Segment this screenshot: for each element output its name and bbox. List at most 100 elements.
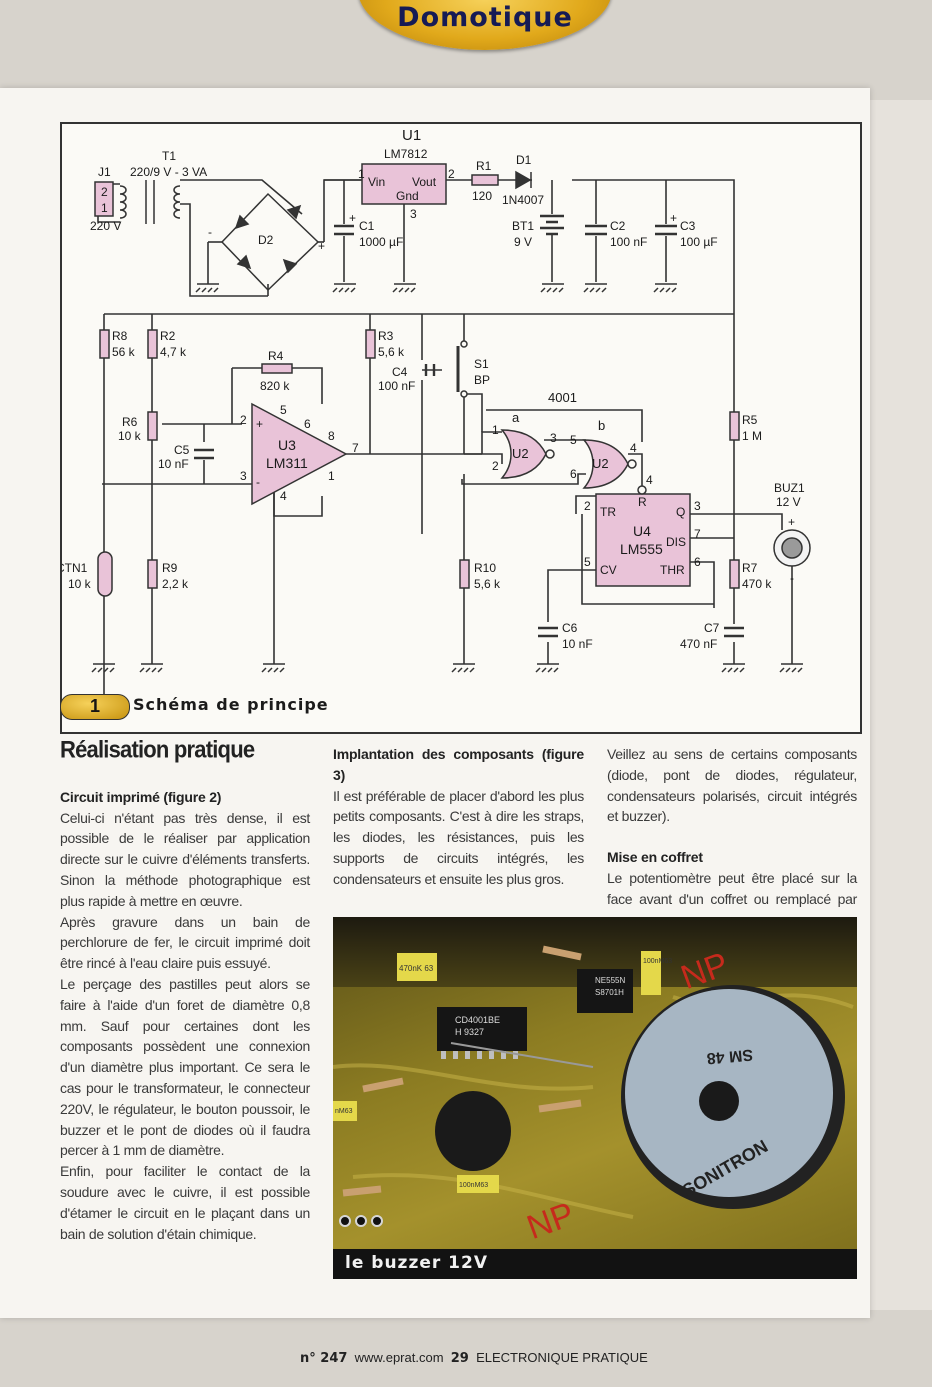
gate-b-pin4: 4 <box>630 441 637 455</box>
u3-plus: + <box>256 417 263 431</box>
c5-label: C5 <box>174 443 190 457</box>
r1-value: 120 <box>472 189 492 203</box>
c1-label: C1 <box>359 219 375 233</box>
c1-plus: + <box>349 211 356 225</box>
capacitor-yellow <box>641 951 661 995</box>
paragraph: Veillez au sens de certains composants (… <box>607 746 857 825</box>
c6-label: C6 <box>562 621 578 635</box>
r5-label: R5 <box>742 413 758 427</box>
subheading-circuit: Circuit imprimé (figure 2) <box>60 788 222 805</box>
buzzer-code: SM 48 <box>706 1046 754 1067</box>
u1-pin3: 3 <box>410 207 417 221</box>
r4-value: 820 k <box>260 379 290 393</box>
r9-value: 2,2 k <box>162 577 189 591</box>
u4-pin-cv: CV <box>600 563 617 577</box>
r8-label: R8 <box>112 329 128 343</box>
misc-symbols <box>119 170 811 638</box>
chip1-text: CD4001BE <box>455 1015 500 1025</box>
ic4001-label: 4001 <box>548 390 577 405</box>
buz1-value: 12 V <box>776 495 801 509</box>
u3-pin8: 8 <box>328 429 335 443</box>
paragraph: Enfin, pour faciliter le contact de la s… <box>60 1163 310 1242</box>
subheading-implantation: Implantation des composants (figure 3) <box>333 746 584 783</box>
u1-vout: Vout <box>412 175 437 189</box>
cap3-text: 100nM63 <box>459 1182 488 1189</box>
t1-label: T1 <box>162 149 176 163</box>
d1-label: D1 <box>516 153 532 167</box>
r3-label: R3 <box>378 329 394 343</box>
ctn1-label: CTN1 <box>62 561 88 575</box>
figure-number-badge: 1 <box>60 694 130 720</box>
u3-pin1: 1 <box>328 469 335 483</box>
paragraph: Il est préférable de placer d'abord les … <box>333 787 584 887</box>
c1-value: 1000 µF <box>359 235 403 249</box>
r9-label: R9 <box>162 561 178 575</box>
c4-value: 100 nF <box>378 379 415 393</box>
u2b-label: U2 <box>592 456 609 471</box>
d2-label: D2 <box>258 233 274 247</box>
c3-plus: + <box>670 211 677 225</box>
chip-ne555 <box>577 969 633 1013</box>
article-heading: Réalisation pratique <box>60 735 255 764</box>
buzzer-photo: CD4001BE H 9327 NE555N S8701H 470nK 63 1… <box>333 917 857 1279</box>
u1-pin2: 2 <box>448 167 455 181</box>
footer-page-number: 29 <box>450 1351 469 1366</box>
d2-plus: + <box>318 239 325 253</box>
chip1-text-b: H 9327 <box>455 1027 484 1037</box>
chip2-text: NE555N <box>595 976 625 985</box>
r2-value: 4,7 k <box>160 345 187 359</box>
ctn1-value: 10 k <box>68 577 92 591</box>
r5-value: 1 M <box>742 429 762 443</box>
c7-value: 470 nF <box>680 637 717 651</box>
j1-voltage: 220 V <box>90 219 121 233</box>
cap2-text: 100nM63 <box>643 958 672 965</box>
u4-pin-tr: TR <box>600 505 616 519</box>
gate-b-pin6: 6 <box>570 467 577 481</box>
s1-value: BP <box>474 373 490 387</box>
c4-label: C4 <box>392 365 408 379</box>
u1-part: LM7812 <box>384 147 428 161</box>
u4-pin-dis: DIS <box>666 535 686 549</box>
page-footer: n° 247 www.eprat.com 29 ELECTRONIQUE PRA… <box>300 1350 648 1366</box>
r2-label: R2 <box>160 329 176 343</box>
article-column-3: Veillez au sens de certains composants (… <box>607 744 857 930</box>
u4-part: LM555 <box>620 541 663 557</box>
u4-label: U4 <box>633 523 651 539</box>
c5-value: 10 nF <box>158 457 189 471</box>
u3-minus: - <box>256 475 260 489</box>
u3-part: LM311 <box>266 455 308 471</box>
r6-label: R6 <box>122 415 138 429</box>
gate-b-pin5: 5 <box>570 433 577 447</box>
u3-label: U3 <box>278 437 296 453</box>
paragraph: Après gravure dans un bain de perchlorur… <box>60 913 310 972</box>
cap1-text: 470nK 63 <box>399 964 434 973</box>
r8-value: 56 k <box>112 345 136 359</box>
r3-value: 5,6 k <box>378 345 405 359</box>
u3-pin3: 3 <box>240 469 247 483</box>
r1-label: R1 <box>476 159 492 173</box>
d2-minus: - <box>208 225 212 239</box>
gate-b-label: b <box>598 418 605 433</box>
figure-caption: Schéma de principe <box>133 695 329 714</box>
t1-spec: 220/9 V - 3 VA <box>130 165 207 179</box>
u4-pin4: 4 <box>646 473 653 487</box>
j1-label: J1 <box>98 165 111 179</box>
buzzer-plus: + <box>788 515 795 529</box>
schematic-diagram: U1 LM7812 Vin Vout Gnd 1 2 3 T1 220/9 V … <box>62 127 811 704</box>
capacitor-yellow <box>457 1175 499 1193</box>
buz1-label: BUZ1 <box>774 481 805 495</box>
resistors <box>342 945 582 1197</box>
paragraph: Celui-ci n'étant pas très dense, il est … <box>60 809 310 909</box>
ground-symbols <box>91 283 803 673</box>
u3-pin6: 6 <box>304 417 311 431</box>
potentiometer <box>435 1091 511 1171</box>
u4-pin6: 6 <box>694 555 701 569</box>
schematic-labels: U1 LM7812 Vin Vout Gnd 1 2 3 T1 220/9 V … <box>62 127 805 651</box>
footer-site: www.eprat.com <box>354 1350 444 1365</box>
figure-number: 1 <box>89 696 100 716</box>
r7-label: R7 <box>742 561 758 575</box>
cap4-text: nM63 <box>335 1108 353 1115</box>
u3-pin2: 2 <box>240 413 247 427</box>
u1-gnd: Gnd <box>396 189 419 203</box>
footer-issue: n° 247 <box>300 1351 348 1366</box>
